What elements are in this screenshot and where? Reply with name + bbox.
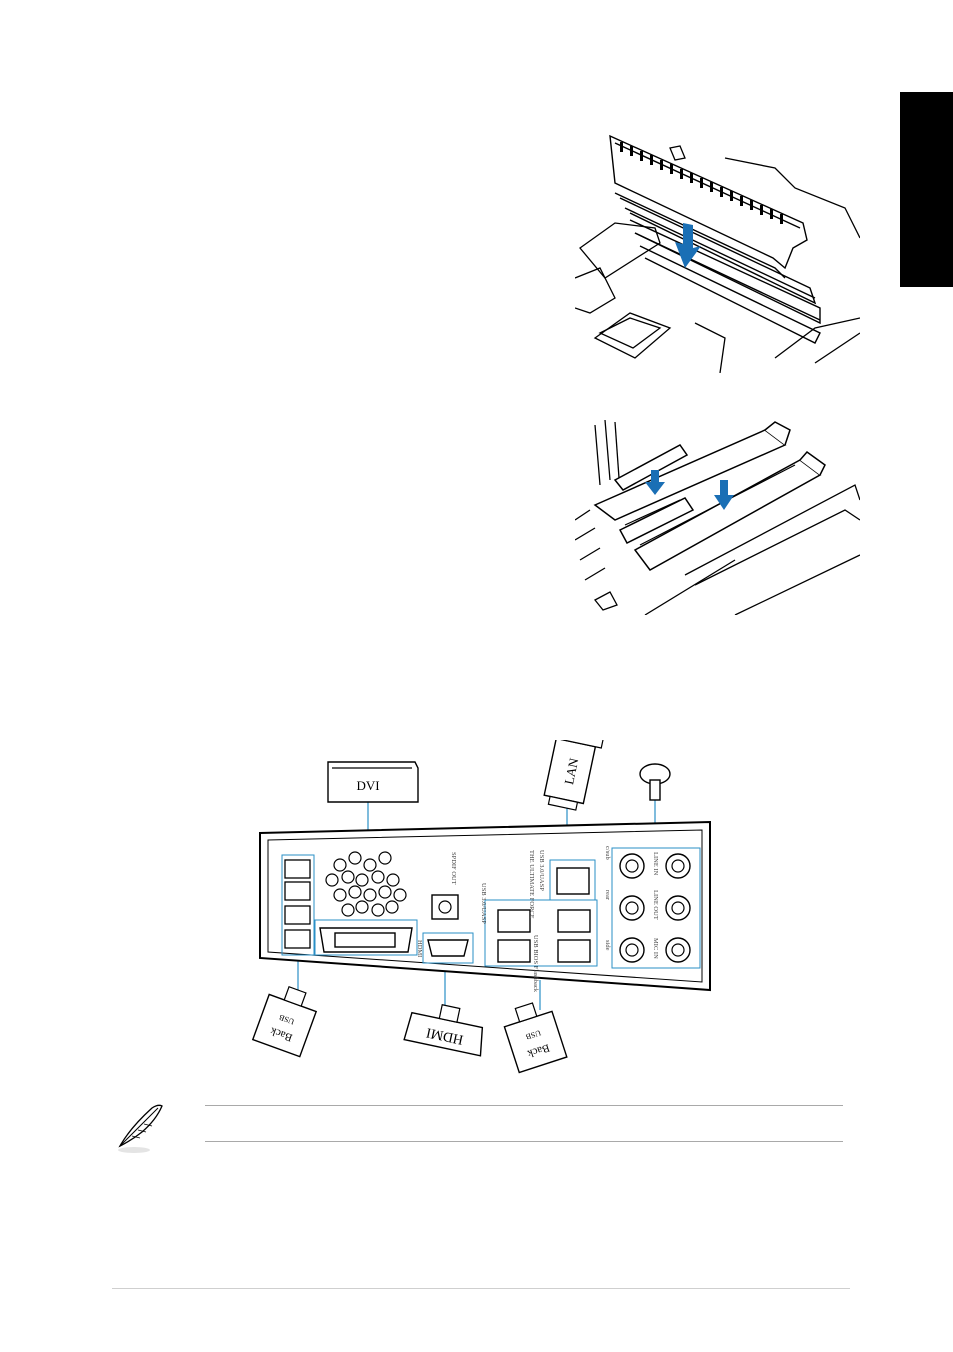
panel-label-usb-uasp-1: USB 3.0/UASP — [480, 883, 487, 924]
feather-quill-icon — [112, 1100, 168, 1156]
lan-cover: LAN — [537, 740, 604, 813]
screw — [640, 764, 670, 800]
note-rule-bottom — [205, 1141, 843, 1142]
panel-label-rear: rear — [604, 890, 611, 901]
panel-label-mic-in: MIC IN — [652, 938, 659, 959]
dvi-cover-label: DVI — [356, 778, 379, 793]
panel-label-usb-bios: USB BIOS Flashback — [532, 935, 539, 993]
panel-label-line-in: LINE IN — [652, 852, 659, 876]
panel-label-ultimate-force: THE ULTIMATE FORCE — [528, 850, 535, 919]
usb-cover-left: USB Back — [253, 981, 321, 1056]
panel-label-side: side — [604, 940, 611, 951]
panel-label-spdif: SPDIF OUT — [450, 852, 457, 885]
panel-label-hdmi: HDMI — [416, 940, 423, 957]
panel-label-line-out: LINE OUT — [652, 890, 659, 920]
language-side-tab — [900, 92, 953, 287]
hdmi-cover: HDMI — [404, 999, 489, 1056]
panel-label-usb-uasp-2: USB 3.0/UASP — [538, 850, 545, 891]
io-shield-illustration: DVI LAN — [240, 740, 730, 1085]
footer-rule — [112, 1288, 850, 1289]
usb-cover-right: USB Back — [500, 998, 567, 1072]
note-rule-top — [205, 1105, 843, 1106]
memory-install-illustration — [575, 128, 860, 373]
panel-label-csub: c/sub — [604, 846, 611, 860]
dvi-cover: DVI — [328, 762, 418, 802]
expansion-card-illustration — [575, 410, 860, 615]
